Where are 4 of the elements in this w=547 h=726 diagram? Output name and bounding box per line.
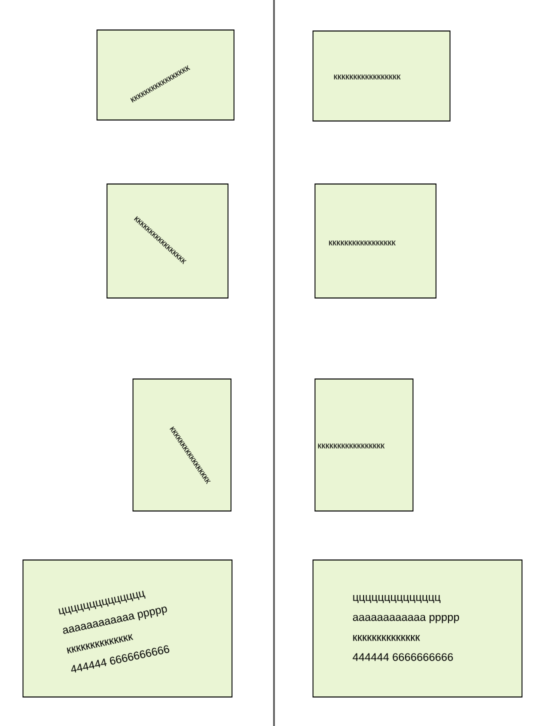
text-box: ккккккккккккккккк — [314, 378, 414, 512]
text-box: ккккккккккккккккк — [314, 184, 436, 298]
text-box: цццццццццццццц аааааааааааа ррррр кккккккккккккк 444444 6666666666 — [312, 560, 522, 698]
text-box: ккккккккккккккккк — [312, 30, 450, 122]
